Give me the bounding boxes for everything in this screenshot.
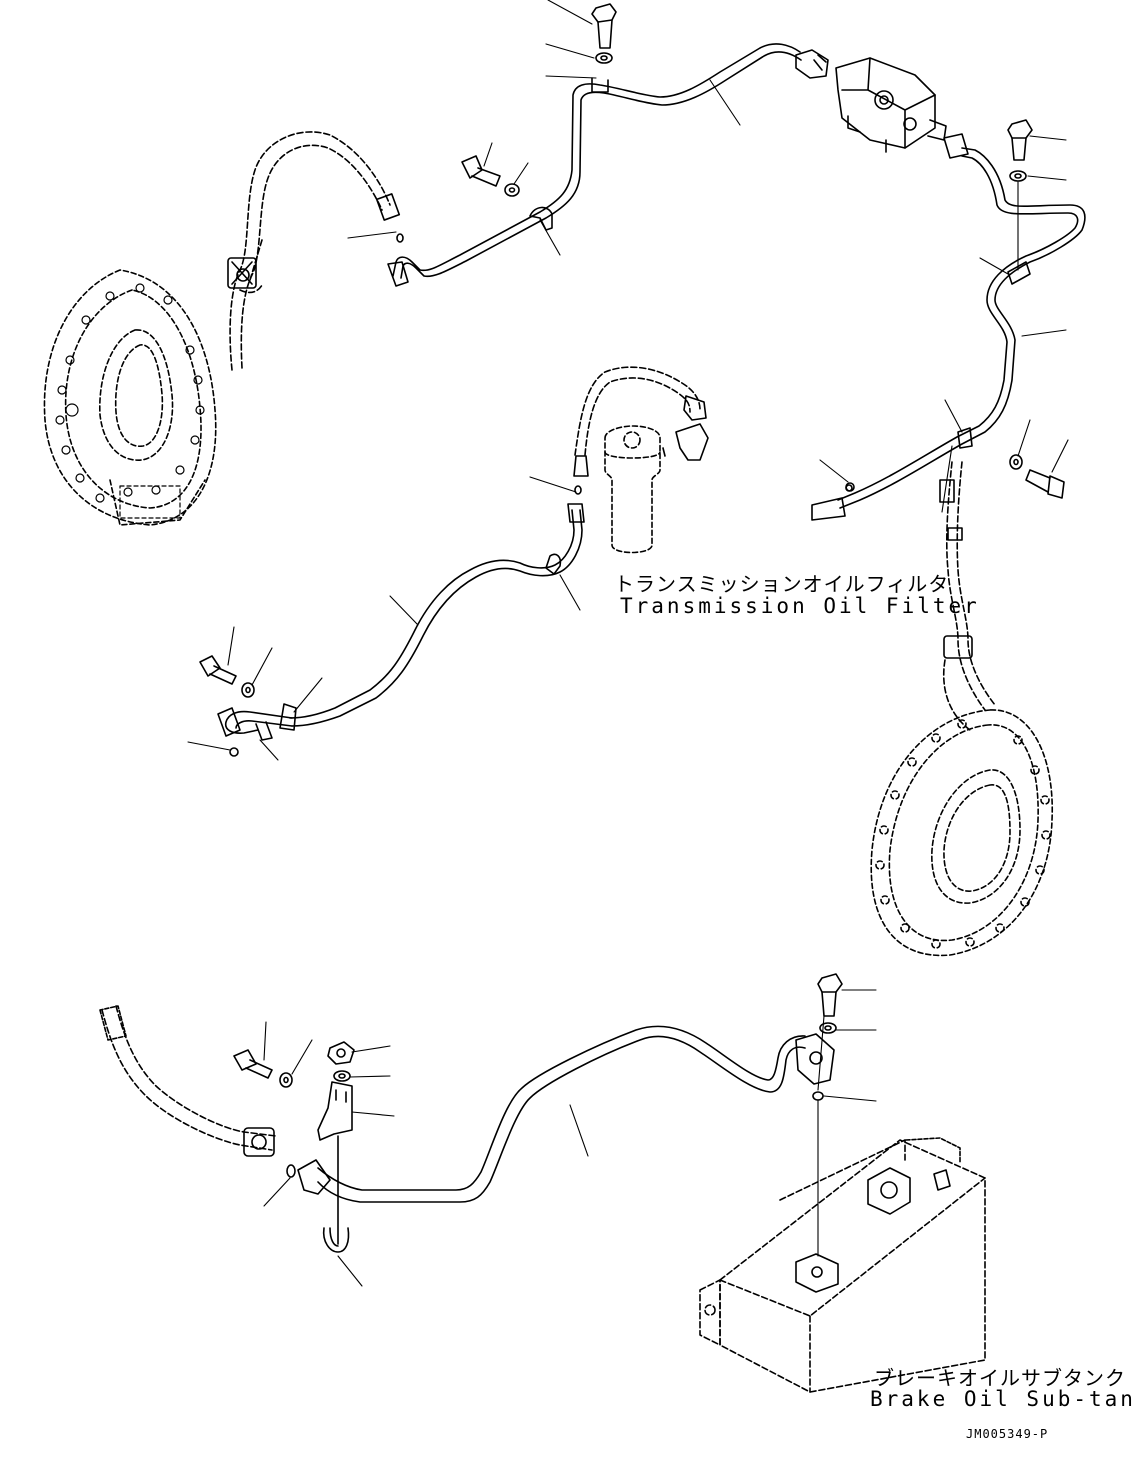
transmission-oil-filter — [604, 425, 661, 554]
sub-tank-ports — [795, 1137, 961, 1293]
middle-brake-tube — [217, 503, 585, 741]
filter-elbow — [573, 395, 709, 477]
bottom-brake-tube — [297, 1025, 835, 1203]
top-brake-tube — [387, 43, 802, 287]
brake-valve — [795, 49, 947, 153]
right-tube-clamps — [845, 261, 1031, 492]
tube-bracket — [317, 1081, 353, 1253]
bottom-hose-fitting — [99, 1005, 275, 1157]
brake-oil-sub-tank — [699, 1139, 986, 1393]
bolts-and-washers — [199, 3, 1065, 1178]
left-brake-hose — [229, 131, 391, 371]
drawing-code: JM005349-P — [966, 1427, 1049, 1441]
filter-label-jp: トランスミッションオイルフィルタ — [614, 572, 950, 596]
right-upper-tube — [811, 133, 1086, 521]
right-brake-hose — [942, 461, 996, 731]
callout-leaders — [187, 0, 1069, 1287]
left-brake-bolts — [55, 283, 205, 519]
filter-label-en: Transmission Oil Filter — [620, 594, 980, 618]
guide-lines — [817, 181, 1019, 1257]
left-brake-fitting — [227, 193, 401, 289]
right-brake-housing — [870, 709, 1054, 957]
tank-label-en: Brake Oil Sub-tank — [870, 1387, 1137, 1411]
tank-label-jp: ブレーキオイルサブタンク — [874, 1366, 1126, 1390]
left-brake-housing — [43, 269, 217, 526]
top-tube-clamp — [529, 77, 609, 231]
filter-hose — [574, 366, 701, 456]
